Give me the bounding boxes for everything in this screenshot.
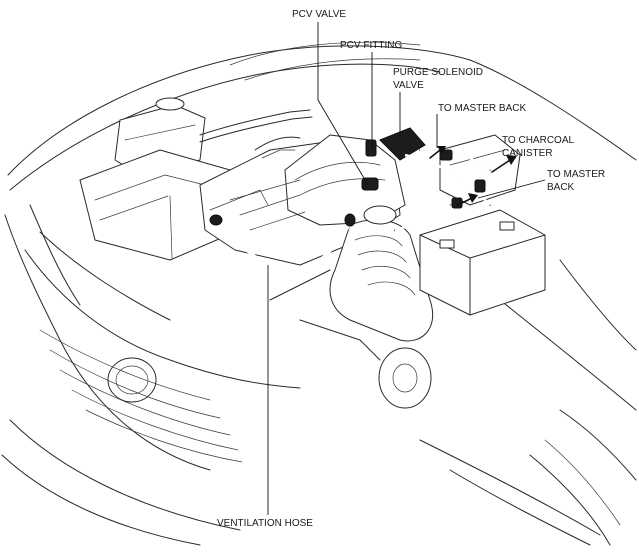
label-to-charcoal-line2: CANISTER [502, 148, 553, 159]
label-to-master-back-top: TO MASTER BACK [438, 103, 526, 114]
intake-duct [269, 205, 434, 409]
label-purge-solenoid-line2: VALVE [393, 80, 424, 91]
label-to-master-back-line2: BACK [547, 182, 575, 193]
labels: PCV VALVE PCV FITTING PURGE SOLENOID VAL… [217, 9, 605, 529]
label-to-charcoal-line1: TO CHARCOAL [502, 135, 574, 146]
flow-arrows [429, 146, 517, 206]
label-pcv-fitting: PCV FITTING [340, 40, 402, 51]
leader-lines [267, 22, 546, 515]
battery [419, 209, 546, 316]
label-purge-solenoid-line1: PURGE SOLENOID [393, 67, 483, 78]
purge-solenoid-assembly [379, 127, 491, 232]
ventilation-hose-shape [208, 213, 356, 274]
master-cylinder [439, 134, 521, 206]
label-to-master-back-line1: TO MASTER [547, 169, 605, 180]
vehicle-body [1, 42, 637, 546]
label-pcv-valve: PCV VALVE [292, 9, 346, 20]
label-ventilation-hose: VENTILATION HOSE [217, 518, 313, 529]
